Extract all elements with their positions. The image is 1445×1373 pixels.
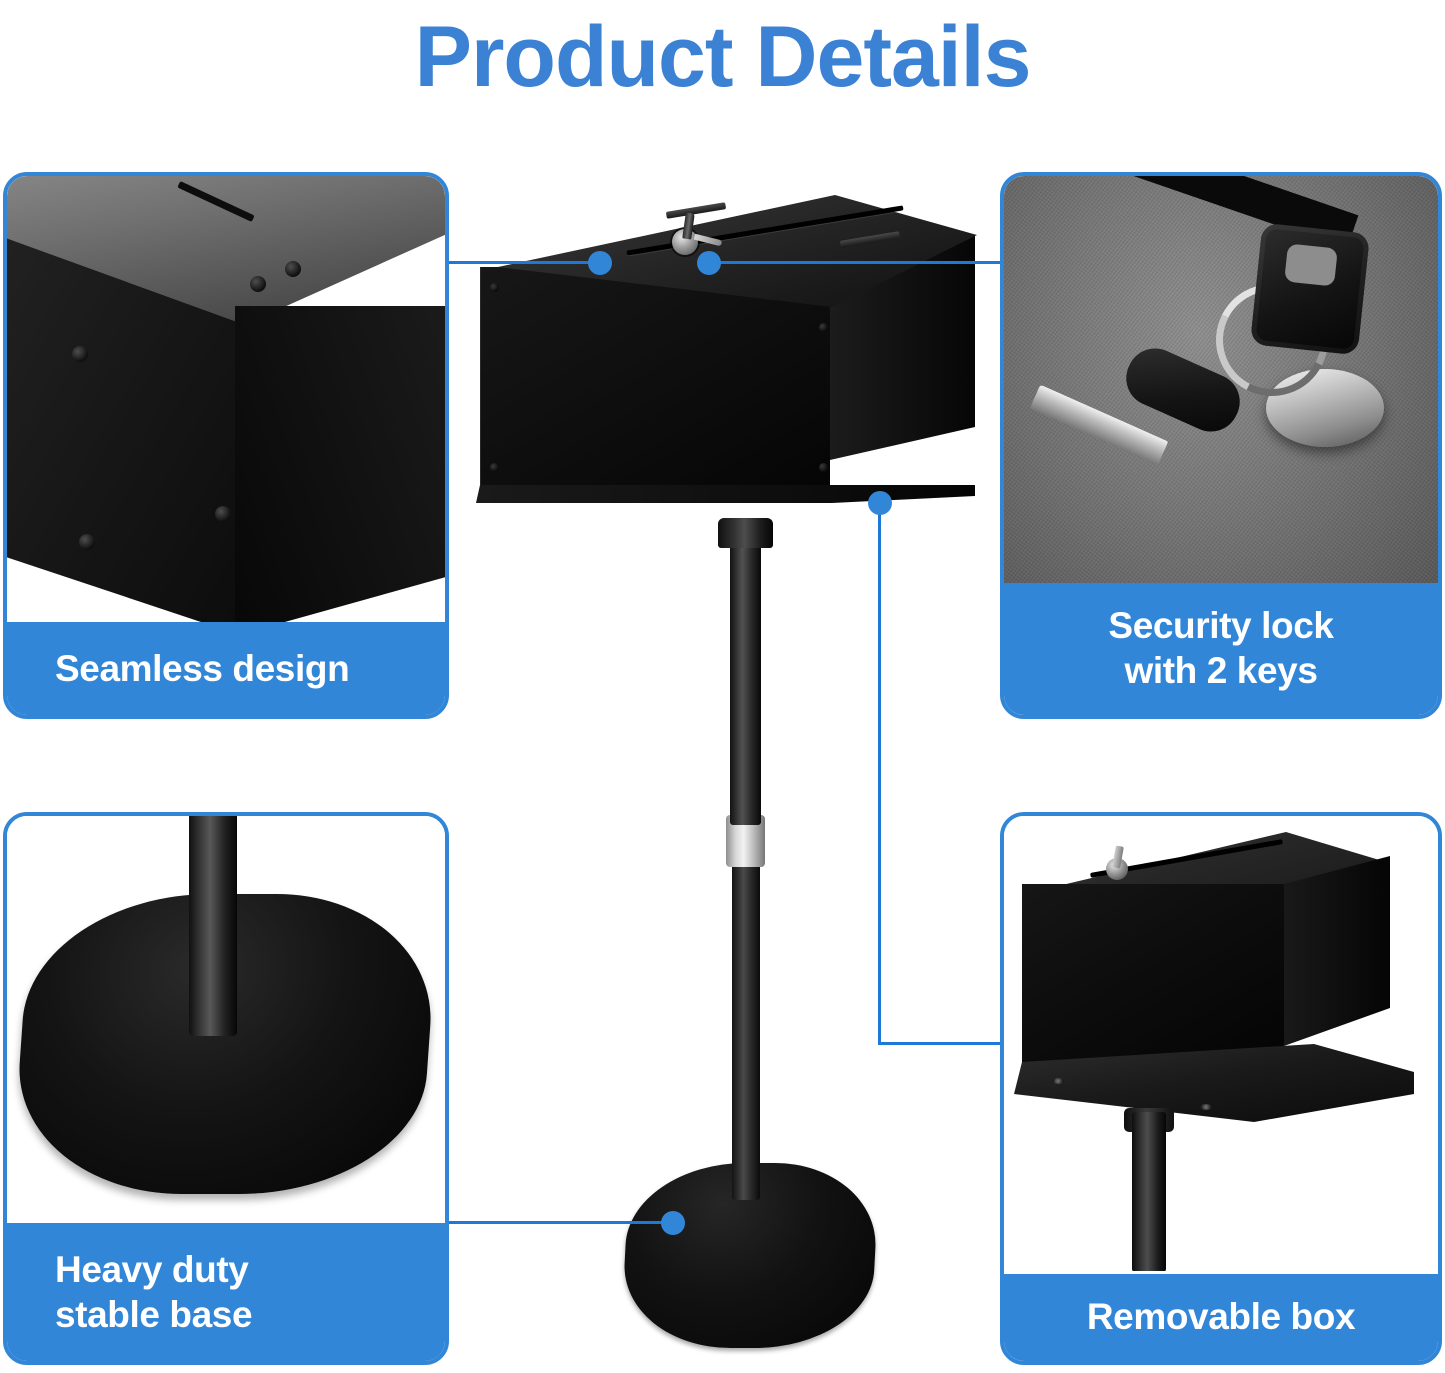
box-mounting-collar (718, 518, 773, 548)
caption-line-1: Heavy duty (55, 1249, 249, 1290)
feature-caption-security-lock: Security lock with 2 keys (1004, 583, 1438, 715)
feature-photo-removable-box (1004, 816, 1438, 1271)
screw-icon (819, 463, 828, 472)
feature-panel-seamless-design: Seamless design (3, 172, 449, 719)
caption-line-2: stable base (55, 1294, 253, 1335)
screw-icon (215, 506, 231, 522)
photo-art-seamless-design (7, 176, 445, 631)
feature-caption-seamless-design: Seamless design (7, 622, 445, 715)
feature-panel-heavy-duty-base: Heavy duty stable base (3, 812, 449, 1365)
photo-art-removable-box (1004, 816, 1438, 1271)
callout-dot-security-lock (697, 251, 721, 275)
box-front-panel (1022, 884, 1284, 1062)
screw-icon (490, 283, 499, 292)
key-icon (1249, 222, 1371, 356)
lock-cylinder-icon (1106, 858, 1128, 880)
feature-panel-security-lock: Security lock with 2 keys (1000, 172, 1442, 719)
caption-line-1: Security lock (1108, 605, 1334, 646)
callout-line-seamless-design (445, 261, 605, 264)
screw-icon (1052, 1078, 1064, 1084)
caption-line-2: with 2 keys (1124, 650, 1318, 691)
callout-line-security-lock (710, 261, 1002, 264)
feature-caption-heavy-duty-base: Heavy duty stable base (7, 1223, 445, 1361)
box-side-panel (1284, 856, 1390, 1046)
box-front-panel (480, 267, 830, 492)
callout-line-heavy-duty-base (445, 1221, 677, 1224)
feature-photo-heavy-duty-base (7, 816, 445, 1256)
lock-cylinder-icon (1266, 369, 1384, 447)
pole (1132, 1112, 1166, 1271)
callout-line-removable-box-horizontal (878, 1042, 1002, 1045)
screw-icon (1200, 1104, 1212, 1110)
pole-upper-section (730, 540, 761, 825)
screw-icon (490, 463, 499, 472)
key-head-hole (1284, 243, 1338, 287)
pole-lower-section (732, 855, 760, 1200)
box-right-face (235, 306, 445, 631)
screw-icon (819, 323, 828, 332)
photo-art-security-lock (1004, 176, 1438, 625)
screw-icon (79, 534, 95, 550)
screw-icon (285, 261, 301, 277)
callout-line-removable-box-vertical (878, 501, 881, 1044)
screw-icon (250, 276, 266, 292)
photo-art-heavy-duty-base (7, 816, 445, 1256)
feature-photo-security-lock (1004, 176, 1438, 625)
feature-photo-seamless-design (7, 176, 445, 631)
callout-dot-removable-box (868, 491, 892, 515)
callout-dot-seamless-design (588, 251, 612, 275)
callout-dot-heavy-duty-base (661, 1211, 685, 1235)
screw-icon (72, 346, 88, 362)
page-title: Product Details (414, 9, 1032, 105)
suggestion-box (476, 195, 980, 535)
feature-panel-removable-box: Removable box (1000, 812, 1442, 1365)
pole (189, 816, 237, 1036)
lid-hinge-left (665, 202, 727, 219)
box-base-lip (476, 485, 975, 503)
feature-caption-removable-box: Removable box (1004, 1274, 1438, 1361)
